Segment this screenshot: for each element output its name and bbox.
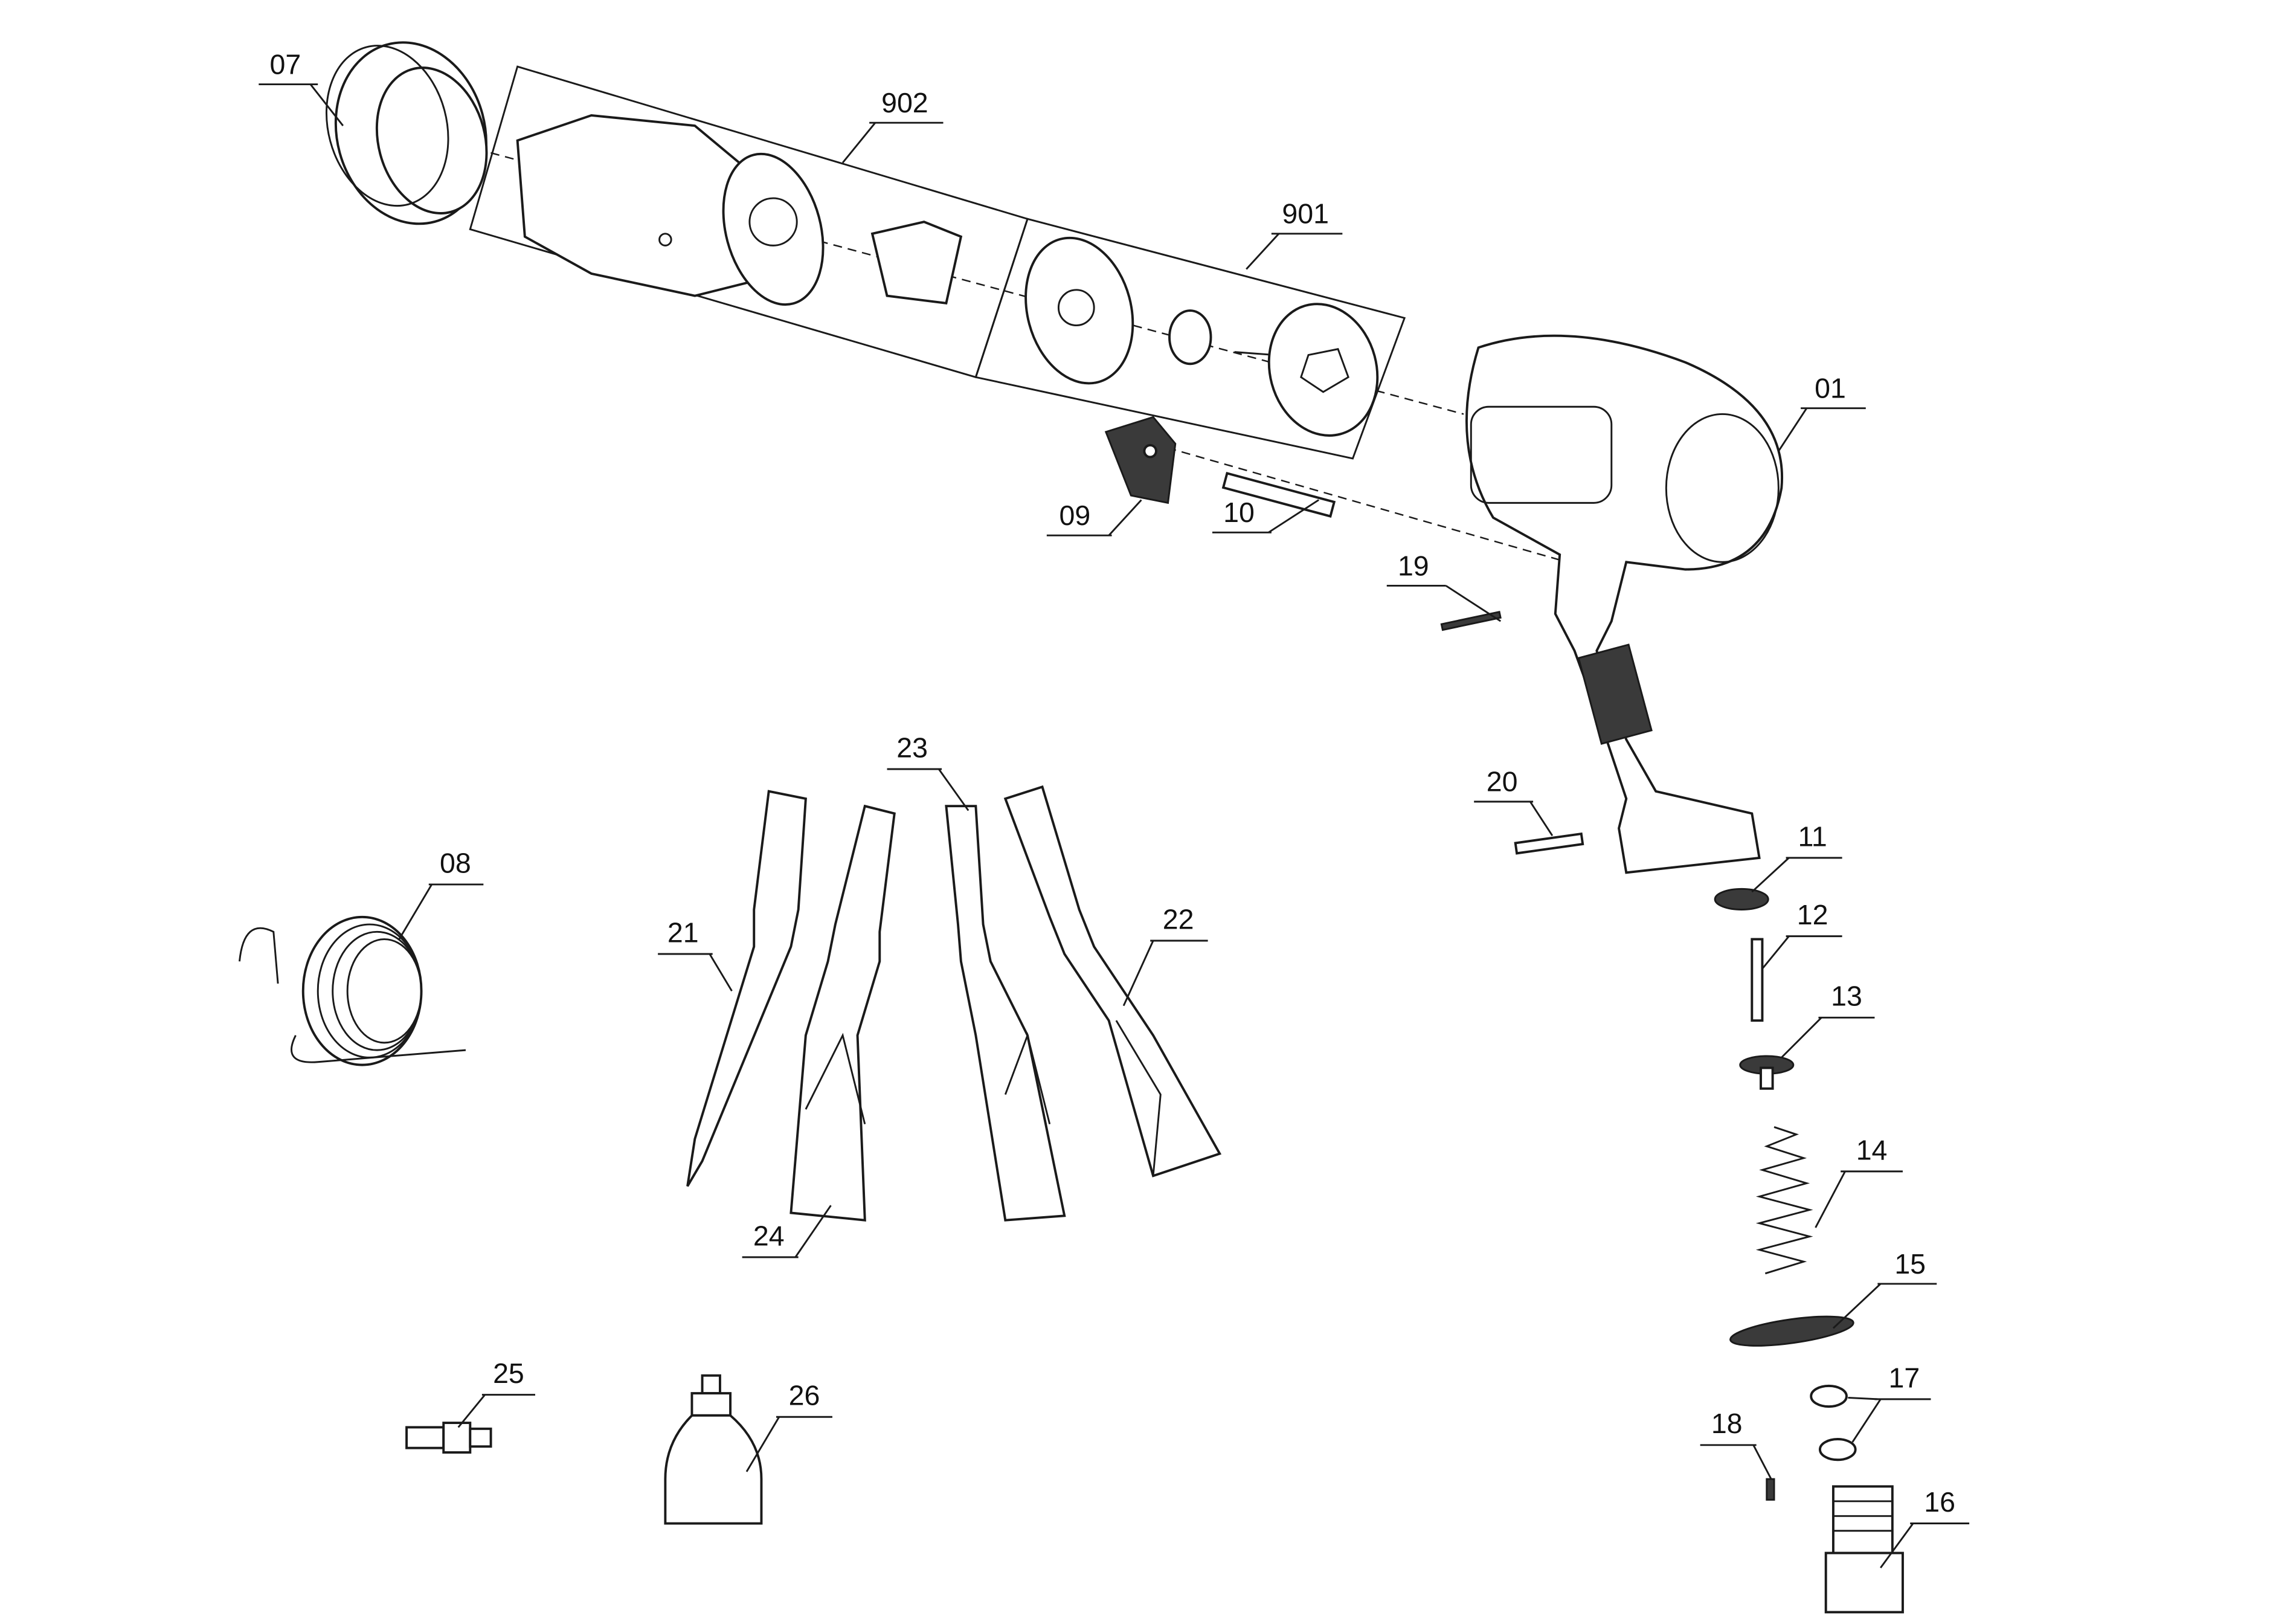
part-07-retainer-ring bbox=[326, 41, 488, 225]
svg-text:26: 26 bbox=[789, 1380, 820, 1411]
callout-901: 901 bbox=[1246, 198, 1343, 270]
svg-text:01: 01 bbox=[1815, 373, 1846, 404]
part-01-housing bbox=[1465, 334, 1784, 874]
svg-text:23: 23 bbox=[896, 732, 928, 763]
part-11-seal bbox=[1714, 888, 1769, 911]
part-08-spring-coil bbox=[239, 915, 466, 1066]
svg-text:16: 16 bbox=[1924, 1486, 1955, 1518]
part-12-rod bbox=[1751, 938, 1764, 1022]
callout-16: 16 bbox=[1880, 1486, 1970, 1568]
svg-text:10: 10 bbox=[1223, 497, 1255, 528]
callout-26: 26 bbox=[745, 1380, 832, 1472]
part-13-valve bbox=[1739, 1055, 1795, 1090]
svg-text:901: 901 bbox=[1282, 198, 1329, 230]
svg-text:07: 07 bbox=[270, 48, 301, 80]
part-19-pin bbox=[1440, 610, 1502, 631]
svg-text:09: 09 bbox=[1059, 500, 1090, 531]
callout-13: 13 bbox=[1781, 981, 1875, 1058]
callout-12: 12 bbox=[1761, 899, 1842, 970]
callout-902: 902 bbox=[841, 87, 944, 164]
part-14-spring bbox=[1755, 1126, 1813, 1275]
callout-22: 22 bbox=[1122, 903, 1208, 1007]
callout-20: 20 bbox=[1474, 766, 1554, 836]
callout-09: 09 bbox=[1046, 499, 1142, 536]
part-24-chisel bbox=[789, 804, 896, 1222]
callout-11: 11 bbox=[1751, 820, 1842, 893]
part-25-coupler bbox=[405, 1422, 492, 1454]
part-09-lever bbox=[1104, 416, 1177, 504]
svg-text:21: 21 bbox=[667, 917, 699, 948]
svg-text:902: 902 bbox=[881, 87, 928, 118]
callout-19: 19 bbox=[1386, 550, 1502, 622]
callout-01: 01 bbox=[1778, 373, 1866, 452]
part-20-pin bbox=[1514, 832, 1584, 855]
svg-text:13: 13 bbox=[1831, 981, 1862, 1012]
svg-text:11: 11 bbox=[1798, 820, 1827, 852]
svg-text:22: 22 bbox=[1163, 903, 1194, 935]
part-23-chisel bbox=[945, 805, 1066, 1222]
part-901-cylinder bbox=[1024, 236, 1379, 437]
part-21-chisel bbox=[686, 790, 807, 1187]
part-10-pin bbox=[1221, 471, 1336, 518]
callout-25: 25 bbox=[457, 1358, 536, 1428]
part-18-screw bbox=[1766, 1478, 1775, 1501]
assembly-box-901 bbox=[974, 218, 1406, 460]
svg-text:12: 12 bbox=[1797, 899, 1828, 930]
svg-text:20: 20 bbox=[1487, 766, 1518, 798]
svg-text:15: 15 bbox=[1894, 1248, 1926, 1280]
pin-axis bbox=[1153, 443, 1568, 563]
svg-text:24: 24 bbox=[753, 1220, 785, 1251]
svg-text:25: 25 bbox=[493, 1358, 524, 1389]
part-902-barrel bbox=[516, 114, 963, 306]
part-22-chisel bbox=[1003, 785, 1222, 1178]
callout-18: 18 bbox=[1700, 1408, 1772, 1480]
svg-text:18: 18 bbox=[1711, 1408, 1743, 1439]
part-26-oil-bottle bbox=[664, 1374, 763, 1525]
part-15-plate bbox=[1729, 1315, 1854, 1347]
callout-15: 15 bbox=[1832, 1248, 1937, 1329]
part-17-ring-b bbox=[1818, 1438, 1857, 1461]
callout-14: 14 bbox=[1815, 1134, 1903, 1228]
callout-08: 08 bbox=[398, 847, 484, 940]
part-16-air-inlet bbox=[1824, 1485, 1904, 1614]
svg-text:17: 17 bbox=[1889, 1362, 1920, 1393]
callout-07: 07 bbox=[259, 48, 344, 126]
callout-21: 21 bbox=[658, 917, 733, 991]
part-17-ring-a bbox=[1810, 1384, 1848, 1408]
svg-text:08: 08 bbox=[440, 847, 471, 878]
callout-24: 24 bbox=[742, 1205, 832, 1258]
callout-17: 17 bbox=[1848, 1362, 1931, 1443]
callout-23: 23 bbox=[887, 732, 970, 811]
svg-text:14: 14 bbox=[1856, 1134, 1888, 1165]
callout-10: 10 bbox=[1212, 497, 1319, 533]
svg-text:19: 19 bbox=[1398, 550, 1429, 581]
